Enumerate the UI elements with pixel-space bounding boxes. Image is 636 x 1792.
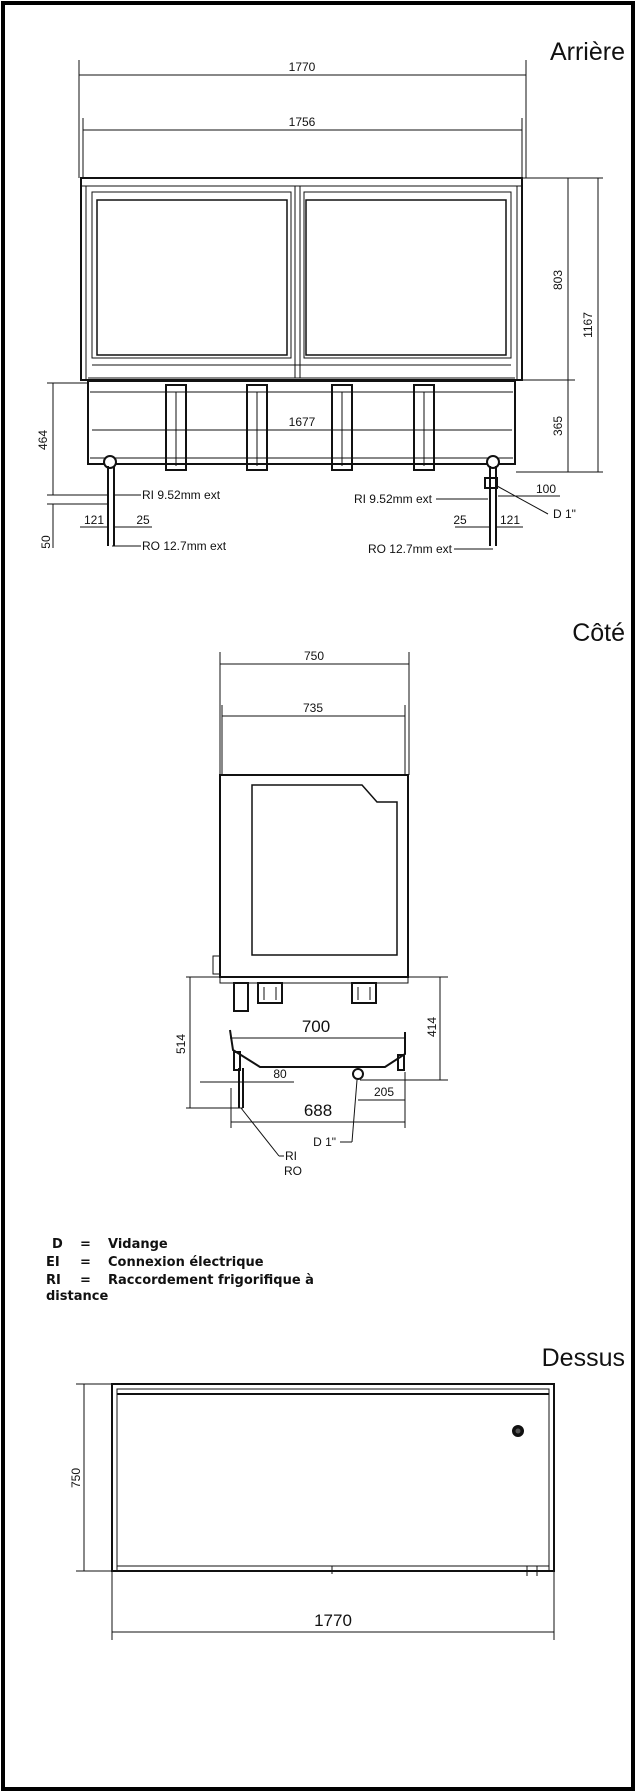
dim-left-offset: 121 <box>84 513 104 527</box>
dim-outer-depth: 750 <box>304 649 324 663</box>
dim-inner-depth: 735 <box>303 701 323 715</box>
side-foot <box>233 1051 241 1071</box>
cabinet-frame <box>80 177 523 381</box>
label-ro-right: RO 12.7mm ext <box>368 542 453 556</box>
support-bracket <box>246 384 268 471</box>
door-glass-left <box>96 199 288 356</box>
dim-foot-offset: 80 <box>273 1067 287 1081</box>
dim-left-height: 464 <box>36 430 50 450</box>
dim-inner-width: 1756 <box>289 115 316 129</box>
top-inner-outline <box>116 1388 550 1567</box>
sliding-door-right <box>303 191 512 359</box>
legend-sep: = <box>80 1237 91 1252</box>
dim-left-pipe: 25 <box>136 513 150 527</box>
drain-fitting <box>484 477 498 489</box>
leader-line <box>351 1079 358 1143</box>
top-view-title: Dessus <box>542 1344 625 1372</box>
dim-glass-height: 803 <box>551 270 565 290</box>
side-glass-panel <box>251 784 398 956</box>
dim-left-height: 514 <box>174 1034 188 1054</box>
side-connector <box>351 982 377 1004</box>
label-ro-side: RO <box>284 1164 302 1178</box>
sliding-door-left <box>91 191 292 359</box>
dim-right-height: 414 <box>425 1017 439 1037</box>
top-view: Dessus 750 1770 <box>69 1344 625 1640</box>
label-ri-right: RI 9.52mm ext <box>354 492 433 506</box>
legend-text: Vidange <box>108 1237 168 1252</box>
support-bracket <box>331 384 353 471</box>
label-drain-back: D 1" <box>553 507 576 521</box>
legend-sep: = <box>80 1255 91 1270</box>
side-foot <box>397 1054 405 1071</box>
side-drain-outlet <box>352 1068 364 1080</box>
refrigeration-base <box>87 380 516 465</box>
support-bracket <box>413 384 435 471</box>
side-pipe-block <box>233 982 249 1012</box>
label-ri-left: RI 9.52mm ext <box>142 488 221 502</box>
back-view-title: Arrière <box>550 38 625 66</box>
top-cabinet-outline <box>111 1383 555 1572</box>
legend-sep: = <box>80 1273 91 1288</box>
dim-top-depth: 750 <box>69 1468 83 1488</box>
door-glass-right <box>305 199 507 356</box>
side-connector <box>257 982 283 1004</box>
leader-line <box>240 1107 280 1157</box>
pipe-outlet-left <box>103 455 117 469</box>
dim-outer-width: 1770 <box>289 60 316 74</box>
label-ro-left: RO 12.7mm ext <box>142 539 227 553</box>
legend-code: EI <box>46 1255 60 1270</box>
side-base-plinth <box>219 976 409 984</box>
label-drain-side: D 1" <box>313 1135 336 1149</box>
legend-code: RI <box>46 1273 61 1288</box>
cabinet-side <box>219 774 409 978</box>
back-view: Arrière 1770 1756 <box>36 38 625 556</box>
dim-right-offset: 121 <box>500 513 520 527</box>
dim-bottom-width: 688 <box>304 1101 332 1120</box>
dim-drain-offset: 100 <box>536 482 556 496</box>
pipe-outlet-right <box>486 455 500 469</box>
dim-base-width: 700 <box>302 1017 330 1036</box>
support-bracket <box>165 384 187 471</box>
side-view-title: Côté <box>572 619 625 647</box>
dim-top-width: 1770 <box>314 1611 352 1630</box>
legend: D = Vidange EI = Connexion électrique RI… <box>46 1237 314 1304</box>
legend-text: Connexion électrique <box>108 1255 264 1270</box>
dim-base-width: 1677 <box>289 415 316 429</box>
legend-code: D <box>52 1237 63 1252</box>
legend-text-continued: distance <box>46 1289 108 1304</box>
top-drain-marker-inner <box>515 1428 521 1434</box>
side-view: Côté 750 735 700 514 <box>174 619 625 1178</box>
legend-text: Raccordement frigorifique à <box>108 1273 314 1288</box>
dim-drain-offset: 205 <box>374 1085 394 1099</box>
side-handle <box>212 955 221 975</box>
dim-total-height: 1167 <box>581 312 595 338</box>
dim-right-pipe: 25 <box>453 513 467 527</box>
side-base-tray <box>229 1029 406 1068</box>
dim-floor-offset: 50 <box>39 535 53 549</box>
leader-line <box>496 485 549 515</box>
dim-base-height: 365 <box>551 416 565 436</box>
base-brackets <box>165 384 435 471</box>
label-ri-side: RI <box>285 1149 297 1163</box>
